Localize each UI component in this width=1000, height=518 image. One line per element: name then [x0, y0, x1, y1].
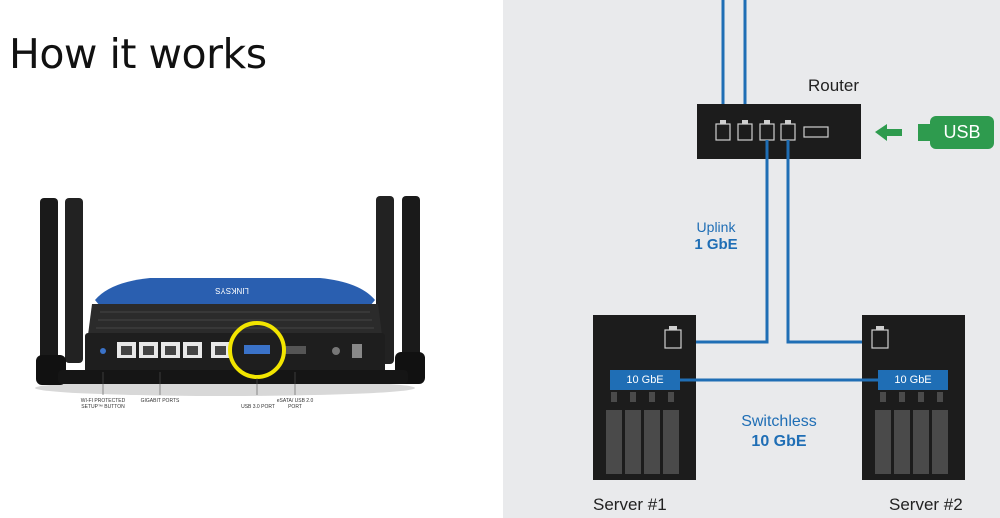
uplink-cables [682, 140, 877, 344]
router-photo: LINKSYS [35, 196, 425, 396]
switchless-annotation: Switchless 10 GbE [735, 412, 823, 452]
caption-usb3: USB 3.0 PORT [241, 404, 275, 410]
uplink-speed: 1 GbE [694, 236, 738, 253]
caption-wps: WI-FI PROTECTED SETUP™ BUTTON [80, 398, 126, 410]
server-1-label: Server #1 [593, 495, 667, 514]
switchless-speed: 10 GbE [751, 433, 807, 450]
caption-gigabit: GIGABIT PORTS [140, 398, 180, 404]
server-2-label: Server #2 [889, 495, 963, 514]
server-2-drives [875, 410, 948, 474]
router-label: Router [808, 76, 860, 95]
uplink-annotation: Uplink 1 GbE [680, 218, 752, 254]
usb-highlight-circle [228, 321, 286, 379]
router-ports [715, 123, 796, 141]
usb-badge: USB [930, 116, 994, 149]
upstream-cables [721, 0, 747, 123]
switchless-label: Switchless [741, 413, 817, 430]
caption-esata: eSATA/ USB 2.0 PORT [276, 398, 314, 410]
brand-text: LINKSYS [215, 286, 249, 295]
antenna-left-outer [40, 198, 58, 368]
page-title: How it works [9, 30, 267, 78]
usb-arrow-icon [875, 124, 902, 141]
router-usb-port [803, 126, 829, 138]
server-2-nic: 10 GbE [878, 370, 948, 390]
usb-plug-icon [918, 124, 931, 141]
antenna-right-inner [376, 196, 394, 364]
uplink-label: Uplink [696, 219, 736, 235]
server-1-nic: 10 GbE [610, 370, 680, 390]
antenna-left-inner [65, 198, 83, 363]
antenna-right-outer [402, 196, 420, 368]
server-1-drives [606, 410, 679, 474]
